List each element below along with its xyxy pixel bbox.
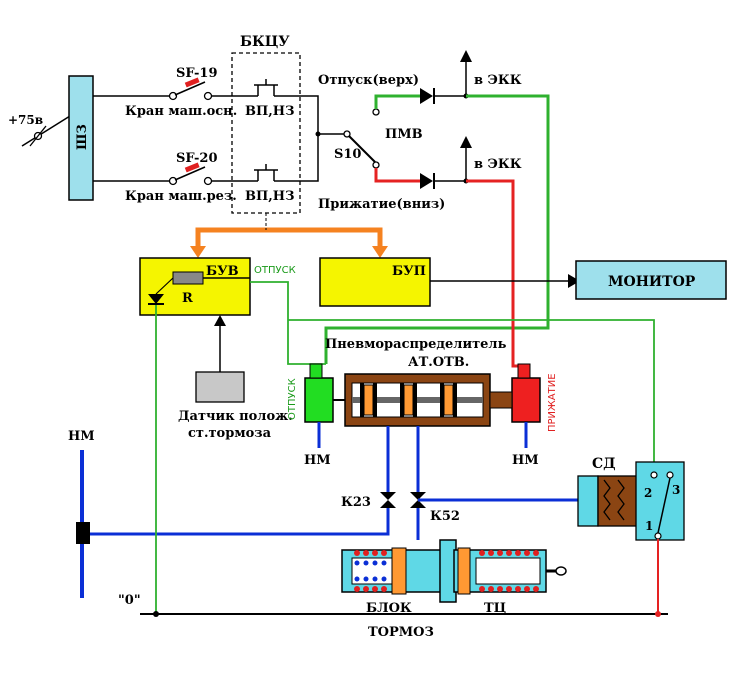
s10-lever [348, 135, 376, 163]
zero-label: "0" [118, 593, 141, 608]
sd-label: СД [592, 456, 616, 472]
fuse-block: ШЗ [68, 75, 94, 201]
prizhatie-vert-label: ПРИЖАТИЕ [547, 373, 558, 432]
valve-k23 [380, 492, 396, 508]
fuse-block-label: ШЗ [75, 124, 90, 150]
sensor-label-1: Датчик полож. [178, 409, 293, 424]
bup-label: БУП [392, 264, 426, 279]
sd-contact-2: 2 [644, 486, 652, 500]
diode-press [420, 173, 435, 189]
crane-res-label: Кран маш.рез. [125, 189, 237, 204]
to-ekk-1-label: в ЭКК [474, 73, 522, 88]
sd-contact-3: 3 [672, 483, 680, 497]
pneumo-label: Пневмораспределитель [325, 337, 507, 352]
crane-main-label: Кран маш.осн. [125, 104, 237, 119]
block-label: БЛОК [366, 601, 412, 616]
k52-label: К52 [430, 509, 460, 524]
position-sensor [195, 371, 245, 403]
nm-mid-label: НМ [304, 453, 331, 468]
valve-k52 [410, 492, 426, 508]
resistor-label: R [182, 291, 193, 306]
power-input [21, 115, 71, 147]
pmv-label: ПМВ [385, 127, 423, 142]
release-up-label: Отпуск(верх) [318, 73, 419, 88]
nm-left-label: НМ [68, 429, 95, 444]
vp-nz-2-label: ВП,НЗ [245, 189, 294, 204]
s10-pivot [343, 130, 351, 138]
bkcu-contact-2 [250, 164, 300, 182]
diode-release [420, 88, 435, 104]
to-ekk-2-label: в ЭКК [474, 157, 522, 172]
sf19-label: SF-19 [176, 66, 218, 81]
vp-nz-1-label: ВП,НЗ [245, 104, 294, 119]
buv-unit [139, 257, 251, 316]
press-valve [511, 363, 541, 423]
brake-cylinder [341, 539, 567, 603]
sensor-label-2: ст.тормоза [188, 426, 272, 441]
monitor-box [575, 260, 727, 300]
buv-label: БУВ [206, 264, 239, 279]
distributor-body [333, 373, 513, 427]
nm-left-fitting [76, 522, 90, 544]
press-down-label: Прижатие(вниз) [318, 197, 445, 212]
release-valve [304, 363, 334, 423]
sf20-label: SF-20 [176, 151, 218, 166]
monitor-label: МОНИТОР [608, 274, 696, 290]
otpusk-green-label: ОТПУСК [254, 265, 296, 276]
s10-label: S10 [334, 147, 361, 162]
bup-unit [319, 257, 431, 307]
tc-label: ТЦ [484, 601, 506, 616]
k23-label: К23 [341, 495, 371, 510]
pressure-switch-sd [577, 461, 685, 541]
otpusk-vert-label: ОТПУСК [287, 378, 298, 420]
bkcu-label: БКЦУ [240, 34, 290, 50]
sd-contact-1: 1 [645, 519, 653, 533]
brake-label: ТОРМОЗ [368, 625, 434, 640]
bkcu-contact-1 [250, 79, 300, 97]
at-otv-label: АТ.ОТВ. [408, 355, 469, 370]
power-input-label: +75в [8, 113, 43, 127]
nm-right-label: НМ [512, 453, 539, 468]
